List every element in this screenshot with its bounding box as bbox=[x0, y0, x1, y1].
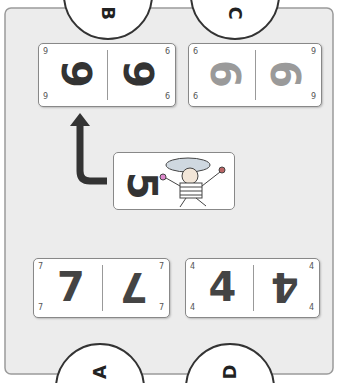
corner-index: 7 bbox=[159, 304, 164, 312]
card-number: 9 bbox=[267, 60, 307, 88]
card-number: 5 bbox=[122, 172, 162, 200]
card-divider bbox=[253, 265, 254, 311]
number-card: 969966 bbox=[38, 43, 176, 107]
card-number: 9 bbox=[56, 60, 96, 88]
card-number: 4 bbox=[209, 267, 237, 307]
seat-letter: B bbox=[99, 6, 117, 20]
seat-letter: A bbox=[91, 365, 109, 379]
corner-index: 9 bbox=[43, 48, 48, 56]
seat-letter: D bbox=[221, 365, 239, 380]
corner-index: 6 bbox=[193, 93, 198, 101]
number-card: 444444 bbox=[185, 258, 320, 318]
card-face bbox=[113, 152, 235, 210]
corner-index: 4 bbox=[190, 304, 195, 312]
corner-index: 4 bbox=[309, 263, 314, 271]
seat-letter: C bbox=[226, 6, 244, 19]
card-number: 6 bbox=[205, 60, 245, 88]
card-number: 6 bbox=[120, 60, 160, 88]
card-number: 7 bbox=[120, 267, 148, 307]
number-card: 777777 bbox=[33, 258, 170, 318]
corner-index: 7 bbox=[159, 263, 164, 271]
corner-index: 9 bbox=[311, 93, 316, 101]
corner-index: 6 bbox=[165, 93, 170, 101]
corner-index: 7 bbox=[38, 263, 43, 271]
corner-index: 4 bbox=[309, 304, 314, 312]
number-card: 696699 bbox=[188, 43, 322, 107]
corner-index: 7 bbox=[38, 304, 43, 312]
corner-index: 9 bbox=[311, 48, 316, 56]
play-arrow bbox=[70, 113, 107, 181]
card-divider bbox=[107, 50, 108, 100]
table-area bbox=[5, 8, 333, 374]
card-number: 7 bbox=[57, 267, 85, 307]
card-number: 4 bbox=[271, 267, 299, 307]
corner-index: 9 bbox=[43, 93, 48, 101]
corner-index: 6 bbox=[193, 48, 198, 56]
number-card: 5 bbox=[113, 152, 235, 210]
corner-index: 4 bbox=[190, 263, 195, 271]
corner-index: 6 bbox=[165, 48, 170, 56]
card-divider bbox=[255, 50, 256, 100]
pirate-illustration bbox=[160, 158, 225, 207]
card-divider bbox=[102, 265, 103, 311]
